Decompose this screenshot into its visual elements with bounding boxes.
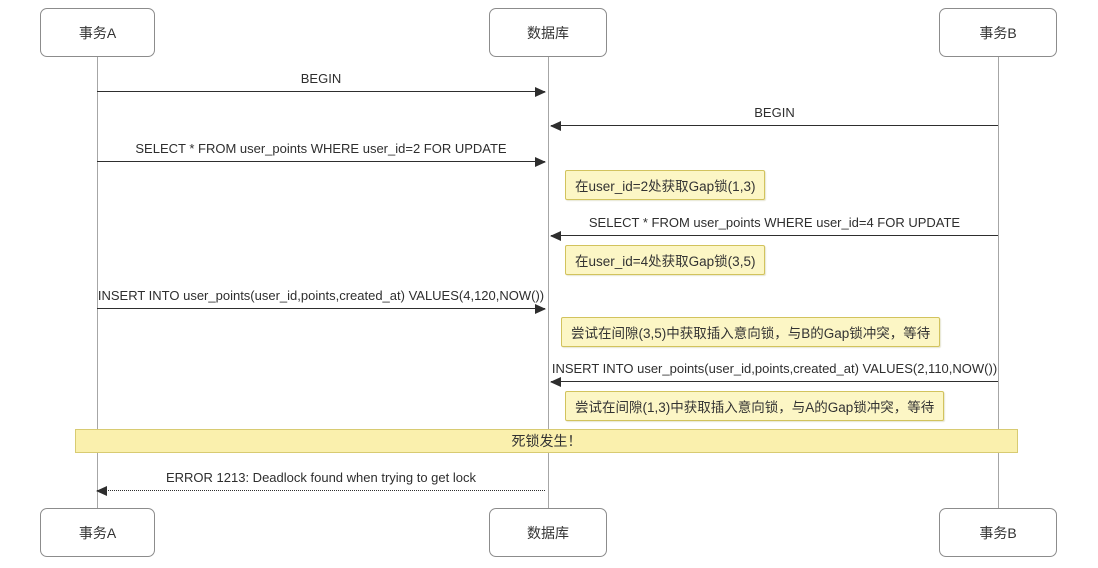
actor-top-transaction-a: 事务A — [40, 8, 155, 57]
actor-top-transaction-b: 事务B — [939, 8, 1057, 57]
lifeline-database — [548, 57, 549, 508]
message-label: SELECT * FROM user_points WHERE user_id=… — [588, 215, 961, 230]
message-label: SELECT * FROM user_points WHERE user_id=… — [135, 141, 507, 156]
message-label: BEGIN — [754, 105, 795, 120]
message-select-a: SELECT * FROM user_points WHERE user_id=… — [97, 139, 546, 167]
deadlock-banner: 死锁发生！ — [75, 429, 1018, 453]
actor-bottom-database: 数据库 — [489, 508, 607, 557]
message-error-deadlock: ERROR 1213: Deadlock found when trying t… — [96, 468, 545, 496]
arrowhead-left-icon — [550, 377, 561, 387]
actor-bottom-transaction-a: 事务A — [40, 508, 155, 557]
arrowhead-right-icon — [535, 304, 546, 314]
message-label: INSERT INTO user_points(user_id,points,c… — [551, 361, 998, 376]
note-text: 在user_id=4处获取Gap锁(3,5) — [575, 254, 756, 269]
note-text: 尝试在间隙(1,3)中获取插入意向锁，与A的Gap锁冲突，等待 — [575, 400, 935, 415]
arrowhead-left-icon — [550, 121, 561, 131]
note-text: 在user_id=2处获取Gap锁(1,3) — [575, 179, 756, 194]
actor-label: 事务B — [979, 524, 1017, 541]
lifeline-transaction-a — [97, 57, 98, 508]
actor-top-database: 数据库 — [489, 8, 607, 57]
arrowhead-left-icon — [550, 231, 561, 241]
note-intention-lock-b-waits: 尝试在间隙(1,3)中获取插入意向锁，与A的Gap锁冲突，等待 — [565, 391, 945, 421]
banner-text: 死锁发生！ — [511, 433, 582, 449]
message-label: ERROR 1213: Deadlock found when trying t… — [165, 470, 476, 485]
message-insert-a: INSERT INTO user_points(user_id,points,c… — [97, 286, 546, 314]
message-label: BEGIN — [300, 71, 342, 86]
note-intention-lock-a-waits: 尝试在间隙(3,5)中获取插入意向锁，与B的Gap锁冲突，等待 — [561, 317, 941, 347]
actor-label: 数据库 — [527, 524, 569, 541]
message-begin-b: BEGIN — [550, 103, 998, 131]
lifeline-transaction-b — [998, 57, 999, 508]
arrowhead-left-icon — [96, 486, 107, 496]
actor-label: 数据库 — [527, 24, 569, 41]
note-gap-lock-a: 在user_id=2处获取Gap锁(1,3) — [565, 170, 766, 200]
actor-label: 事务B — [979, 24, 1017, 41]
arrowhead-right-icon — [535, 87, 546, 97]
message-begin-a: BEGIN — [97, 69, 546, 97]
note-gap-lock-b: 在user_id=4处获取Gap锁(3,5) — [565, 245, 766, 275]
message-insert-b: INSERT INTO user_points(user_id,points,c… — [550, 359, 998, 387]
actor-bottom-transaction-b: 事务B — [939, 508, 1057, 557]
actor-label: 事务A — [78, 524, 117, 541]
message-label: INSERT INTO user_points(user_id,points,c… — [97, 288, 545, 303]
actor-label: 事务A — [78, 24, 117, 41]
message-select-b: SELECT * FROM user_points WHERE user_id=… — [550, 213, 998, 241]
arrowhead-right-icon — [535, 157, 546, 167]
note-text: 尝试在间隙(3,5)中获取插入意向锁，与B的Gap锁冲突，等待 — [571, 326, 931, 341]
